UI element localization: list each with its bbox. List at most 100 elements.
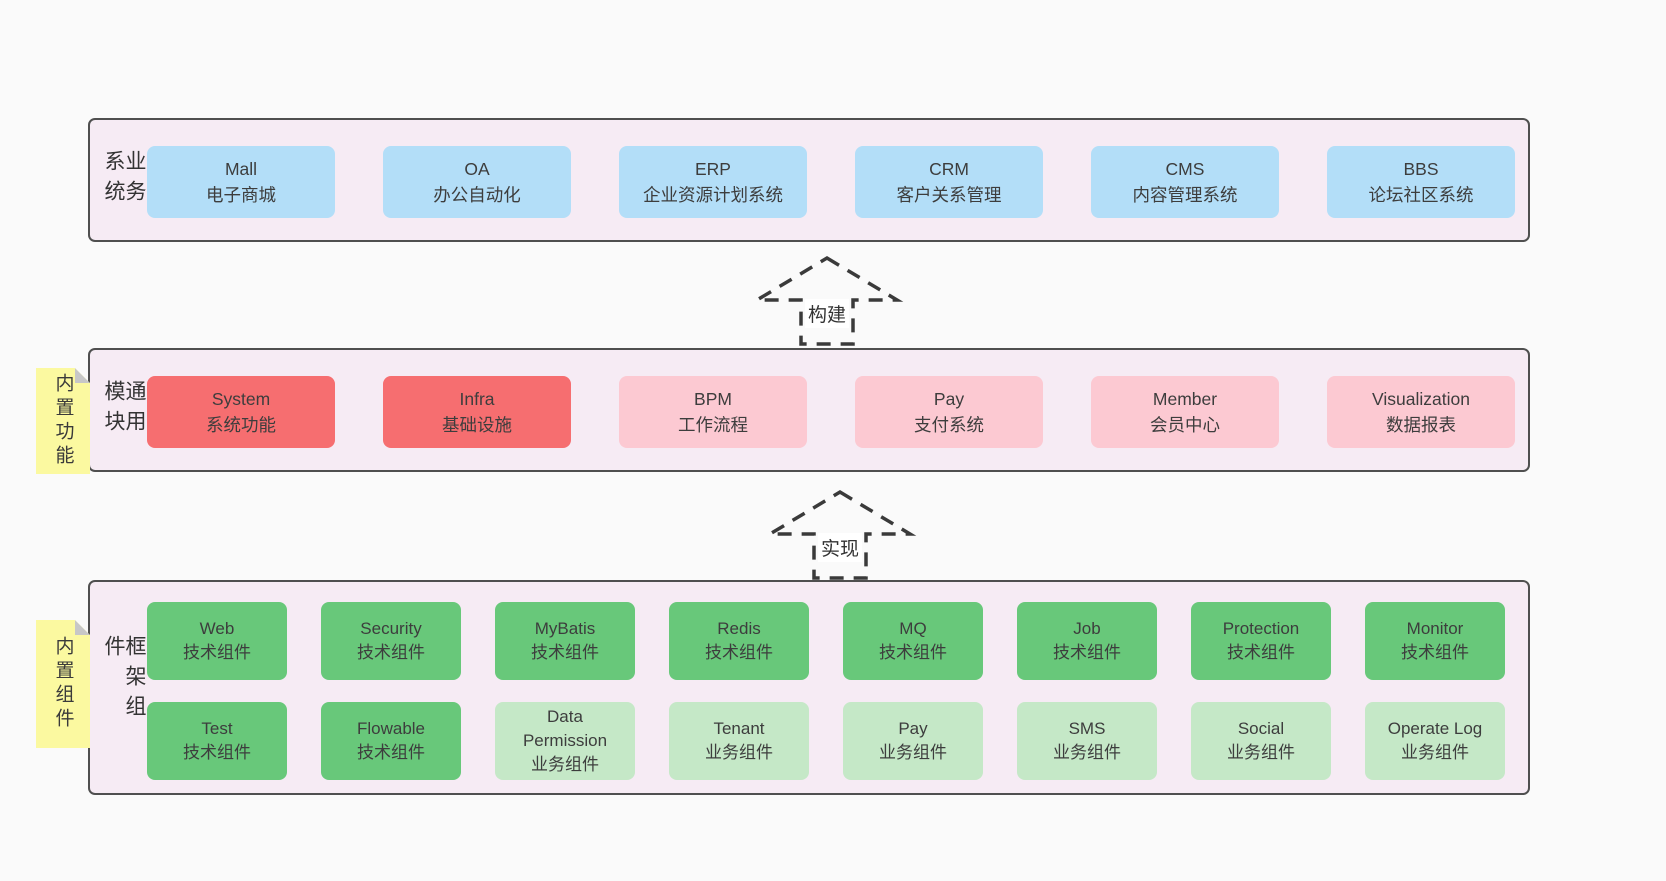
note-text: 内置功能 [52,373,74,469]
box-bpm: BPM 工作流程 [619,376,807,448]
box-erp: ERP 企业资源计划系统 [619,146,807,218]
box-name: Pay [898,719,928,739]
box-name: Visualization [1372,388,1470,409]
box-desc: 技术组件 [357,643,425,662]
box-member: Member 会员中心 [1091,376,1279,448]
business-box-row: Mall 电子商城 OA 办公自动化 ERP 企业资源计划系统 CRM 客户关系… [147,146,1515,218]
box-mall: Mall 电子商城 [147,146,335,218]
box-infra: Infra 基础设施 [383,376,571,448]
box-name: Member [1152,388,1218,409]
box-name: OA [464,158,490,179]
box-name: ERP [695,158,731,179]
box-sms: SMS 业务组件 [1017,702,1157,780]
box-desc: 业务组件 [1053,743,1121,762]
box-desc: 技术组件 [1053,643,1121,662]
box-name: Infra [459,388,495,409]
box-security: Security 技术组件 [321,602,461,680]
box-bbs: BBS 论坛社区系统 [1327,146,1515,218]
box-protection: Protection 技术组件 [1191,602,1331,680]
box-oa: OA 办公自动化 [383,146,571,218]
box-name: CRM [929,158,969,179]
box-name: Redis [717,619,761,639]
section-framework-components: 框架组件 Web 技术组件 Security 技术组件 MyBatis 技术组件… [88,580,1530,795]
box-name: Tenant [713,719,765,739]
box-name: Monitor [1406,619,1464,639]
box-name: CMS [1165,158,1205,179]
box-name: Security [360,619,422,639]
box-desc: 工作流程 [678,415,748,435]
box-name: Social [1237,719,1285,739]
box-monitor: Monitor 技术组件 [1365,602,1505,680]
sticky-note-builtin-features: 内置功能 [36,368,90,474]
box-operate-log: Operate Log 业务组件 [1365,702,1505,780]
box-redis: Redis 技术组件 [669,602,809,680]
section-label-business: 业务系统 [102,150,146,210]
box-name: MQ [899,619,927,639]
box-desc: 支付系统 [914,415,984,435]
box-name: Job [1073,619,1101,639]
box-name: Operate Log [1387,719,1483,739]
arrow-build: 构建 [747,255,907,347]
box-name: MyBatis [534,619,596,639]
box-data-permission: Data Permission 业务组件 [495,702,635,780]
box-desc: 业务组件 [1227,743,1295,762]
box-desc: 企业资源计划系统 [643,185,783,205]
framework-row-2: Test 技术组件 Flowable 技术组件 Data Permission … [147,702,1505,780]
box-name: Protection [1222,619,1300,639]
box-desc: 会员中心 [1150,415,1220,435]
box-desc: 业务组件 [531,754,599,774]
box-crm: CRM 客户关系管理 [855,146,1043,218]
box-pay: Pay 支付系统 [855,376,1043,448]
box-desc: 电子商城 [206,185,276,205]
sticky-note-builtin-components: 内置组件 [36,620,90,748]
box-desc: 系统功能 [206,415,276,435]
box-mybatis: MyBatis 技术组件 [495,602,635,680]
box-pay-component: Pay 业务组件 [843,702,983,780]
modules-box-row: System 系统功能 Infra 基础设施 BPM 工作流程 Pay 支付系统… [147,376,1515,448]
box-desc: 业务组件 [705,743,773,762]
box-mq: MQ 技术组件 [843,602,983,680]
section-common-modules: 通用模块 System 系统功能 Infra 基础设施 BPM 工作流程 Pay… [88,348,1530,472]
box-desc: 技术组件 [705,643,773,662]
box-name: Data Permission [522,707,608,751]
box-desc: 业务组件 [1401,743,1469,762]
box-desc: 办公自动化 [433,185,521,205]
box-desc: 论坛社区系统 [1368,185,1474,205]
box-name: System [211,388,271,409]
box-job: Job 技术组件 [1017,602,1157,680]
box-desc: 技术组件 [183,643,251,662]
box-desc: 技术组件 [183,743,251,762]
box-visualization: Visualization 数据报表 [1327,376,1515,448]
box-name: Pay [933,388,965,409]
box-desc: 技术组件 [1401,643,1469,662]
box-cms: CMS 内容管理系统 [1091,146,1279,218]
framework-row-1: Web 技术组件 Security 技术组件 MyBatis 技术组件 Redi… [147,602,1505,680]
box-desc: 基础设施 [442,415,512,435]
box-test: Test 技术组件 [147,702,287,780]
box-name: Mall [224,158,258,179]
box-system: System 系统功能 [147,376,335,448]
note-text: 内置组件 [52,636,74,732]
box-web: Web 技术组件 [147,602,287,680]
box-desc: 技术组件 [1227,643,1295,662]
box-flowable: Flowable 技术组件 [321,702,461,780]
section-label-framework: 框架组件 [102,634,146,725]
box-desc: 技术组件 [879,643,947,662]
box-social: Social 业务组件 [1191,702,1331,780]
box-desc: 业务组件 [879,743,947,762]
section-label-modules: 通用模块 [102,380,146,440]
box-desc: 客户关系管理 [896,185,1002,205]
box-desc: 技术组件 [357,743,425,762]
box-name: BBS [1403,158,1439,179]
box-desc: 技术组件 [531,643,599,662]
arrow-implement-label: 实现 [817,533,863,562]
box-name: Flowable [356,719,426,739]
arrow-build-label: 构建 [804,299,850,328]
arrow-implement: 实现 [760,489,920,581]
box-name: Test [201,719,233,739]
box-desc: 内容管理系统 [1132,185,1238,205]
box-tenant: Tenant 业务组件 [669,702,809,780]
box-name: BPM [694,388,732,409]
box-name: Web [199,619,235,639]
